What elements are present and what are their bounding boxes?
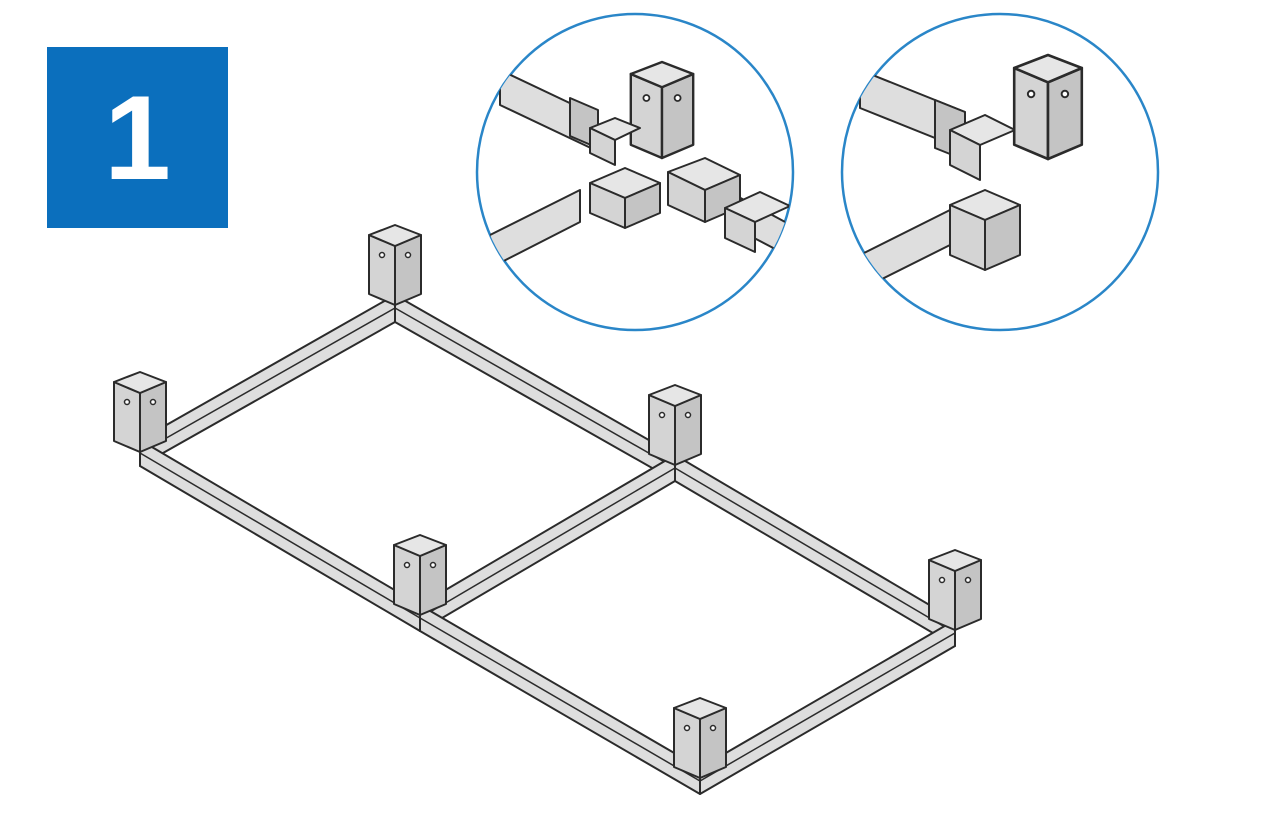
post-back [368,224,422,306]
post-right [928,549,982,631]
beam-left-front [139,439,421,632]
beam-right-front [699,619,956,795]
beam-right-back [674,454,956,647]
post-middle-back [648,384,702,466]
beam-front-right [419,604,701,795]
post-front [673,697,727,779]
detail-t-joint [475,12,795,332]
detail-corner-joint [840,12,1160,332]
frame-beams [139,294,956,795]
step-number-badge: 1 [47,47,228,228]
post-middle-front [393,534,447,616]
beam-back-left [139,294,396,467]
beam-middle [419,454,676,632]
post-left [113,371,167,453]
